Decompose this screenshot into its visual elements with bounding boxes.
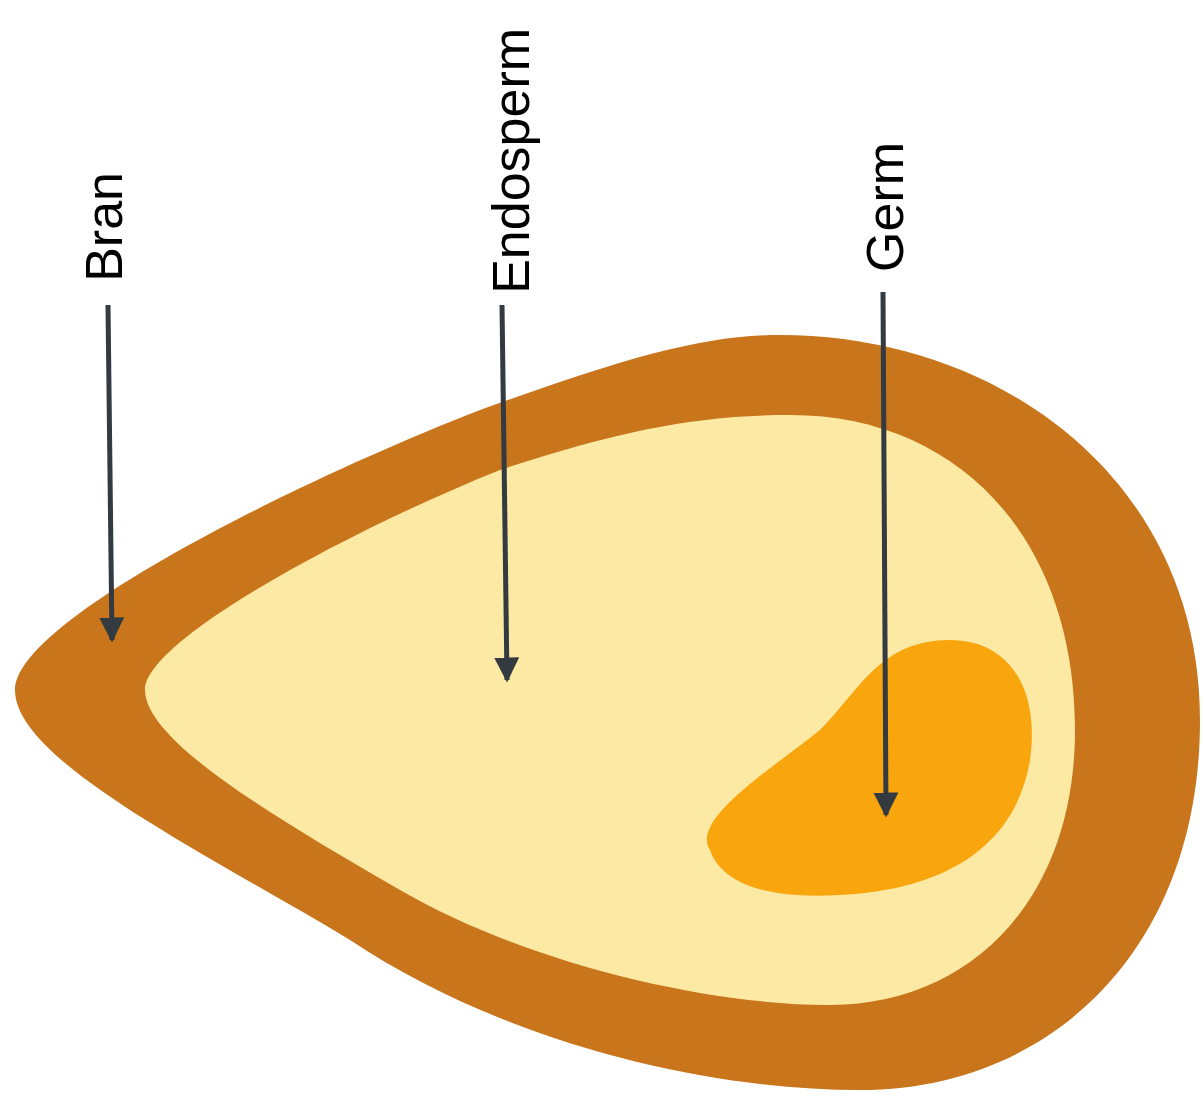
germ-region — [707, 640, 1032, 896]
leader-arrow — [108, 305, 112, 640]
endosperm-region — [145, 415, 1075, 1005]
bran-layer — [15, 335, 1200, 1090]
part-label: Bran — [75, 172, 135, 282]
leader-arrow — [502, 305, 507, 680]
part-label: Germ — [856, 142, 916, 272]
leader-arrow — [883, 292, 886, 815]
part-label: Endosperm — [482, 28, 542, 294]
